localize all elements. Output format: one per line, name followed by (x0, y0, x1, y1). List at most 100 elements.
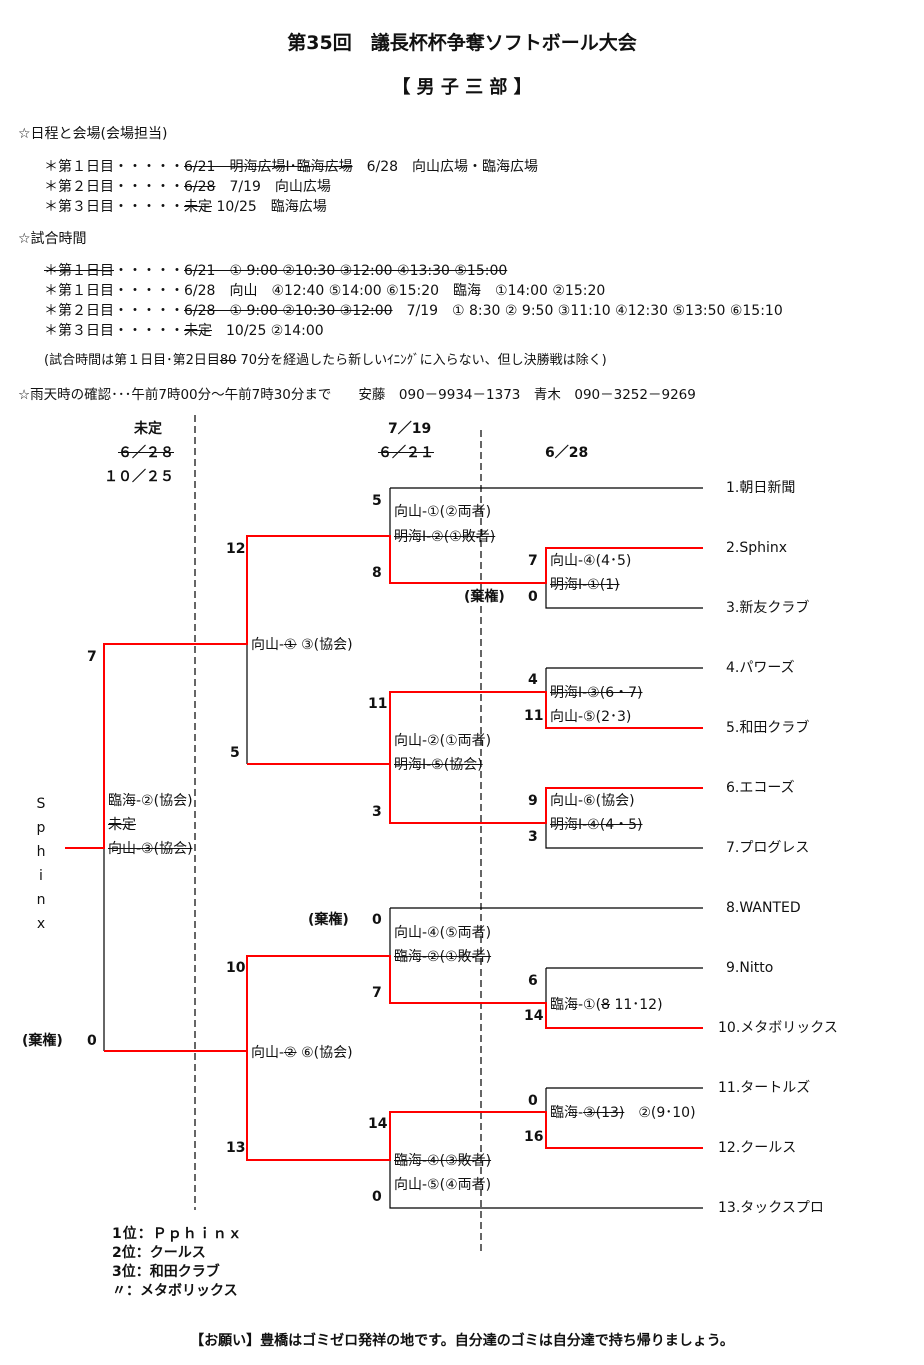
score: 7 (372, 985, 382, 1001)
old-value: 未定 (184, 199, 212, 215)
match-venue-old: 明海Ⅰ-②(①敗者) (394, 529, 496, 545)
bracket-black-lines (103, 487, 703, 1209)
match-venue: 向山-④(⑤両者) (394, 925, 492, 941)
match-venue: 臨海-③(13) ②(9･10) (550, 1104, 696, 1122)
team-name: 1.朝日新聞 (726, 480, 796, 496)
v: ③(協会) (296, 637, 353, 653)
score: 7 (87, 649, 97, 665)
score: 11 (368, 696, 388, 712)
score: 0 (87, 1033, 97, 1049)
letter: i (39, 868, 43, 884)
team-name: 10.メタボリックス (718, 1020, 838, 1036)
score: 14 (524, 1008, 544, 1024)
round-dividers (194, 415, 482, 1255)
page-title: 第35回 議長杯杯争奪ソフトボール大会 (287, 32, 637, 54)
old-value: 6/28 ① 9:00 ②10:30 ③12:00 (184, 303, 393, 319)
score: 12 (226, 541, 246, 557)
result-1st: 1位：Ｐｐｈｉｎｘ (112, 1226, 243, 1242)
new-value: 6/28 向山広場・臨海広場 (366, 159, 539, 175)
letter: n (36, 892, 46, 908)
score: 11 (524, 708, 544, 724)
note-text: (試合時間は第１日目･第2日目 (44, 353, 220, 368)
new-value: 7/19 向山広場 (229, 179, 331, 195)
label: ＊第１日目・・・・・ (44, 159, 184, 175)
team-name: 8.WANTED (726, 900, 801, 916)
footer-request: 【お願い】豊橋はゴミゼロ発祥の地です。自分達のゴミは自分達で持ち帰りましょう。 (190, 1333, 734, 1349)
v: 向山- (251, 637, 285, 653)
match-venue: 臨海-①(8 11･12) (550, 996, 663, 1014)
score: 3 (528, 829, 538, 845)
v: 臨海- (550, 1105, 584, 1121)
label: ＊第３日目・・・・・ (44, 199, 184, 215)
score: 3 (372, 804, 382, 820)
team-name: 2.Sphinx (726, 540, 788, 556)
score: 4 (528, 672, 538, 688)
score: 0 (372, 1189, 382, 1205)
forfeit-note: (棄権) (22, 1033, 63, 1049)
letter: p (36, 820, 46, 836)
result-3rd-tie: 〃：メタボリックス (112, 1283, 238, 1299)
new-value: 10/25 ②14:00 (212, 323, 324, 339)
team-name: 3.新友クラブ (726, 600, 810, 616)
times-row-2: ＊第１日目・・・・・6/28 向山 ④12:40 ⑤14:00 ⑥15:20 臨… (44, 282, 605, 300)
times-row-4: ＊第３日目・・・・・未定 10/25 ②14:00 (44, 322, 324, 340)
final-date: １０／２５ (104, 469, 174, 485)
v: ②(9･10) (624, 1105, 696, 1121)
match-venue: 向山-⑤(2･3) (550, 709, 632, 725)
match-venue-old: 臨海-④(③敗者) (394, 1153, 492, 1169)
bracket-winner-lines (65, 535, 703, 1161)
v: 11･12) (610, 997, 663, 1013)
score: 16 (524, 1129, 544, 1145)
old-value: 6/21 明海広場Ⅰ･臨海広場 (184, 159, 353, 175)
team-name: 13.タックスプロ (718, 1200, 824, 1216)
final-venue-old: 向山-③(協会) (108, 841, 193, 857)
old-value: 未定 (184, 323, 212, 339)
qf-date: 7／19 (388, 421, 432, 437)
new-value: 7/19 ① 8:30 ② 9:50 ③11:10 ④12:30 ⑤13:50 … (392, 303, 783, 319)
v: ⑥(協会) (296, 1045, 353, 1061)
schedule-heading: ☆日程と会場(会場担当) (18, 126, 168, 142)
match-venue: 向山-④(4･5) (550, 553, 632, 569)
score: 5 (230, 745, 240, 761)
rain-contact: ☆雨天時の確認･･･午前7時00分～午前7時30分まで 安藤 090－9934－… (18, 387, 696, 403)
match-venue-old: 明海Ⅰ-③(6・7) (550, 685, 643, 701)
team-name: 11.タートルズ (718, 1080, 811, 1096)
old-value: 6/28 (184, 179, 216, 195)
schedule-day3: ＊第３日目・・・・・未定 10/25 臨海広場 (44, 198, 327, 216)
score: 13 (226, 1140, 246, 1156)
match-venue-old: 臨海-②(①敗者) (394, 949, 492, 965)
qf-date-old: ６／２１ (378, 445, 434, 461)
label: ＊第１日目・・・・・ (44, 283, 184, 299)
old-value: 8 (601, 997, 610, 1013)
match-venue: 向山-① ③(協会) (251, 636, 353, 654)
letter: x (36, 916, 46, 932)
score: 5 (372, 493, 382, 509)
match-venue: 向山-⑤(④両者) (394, 1177, 492, 1193)
team-name: 6.エコーズ (726, 780, 795, 796)
team-name: 7.プログレス (726, 840, 810, 856)
team-name: 9.Nitto (726, 960, 774, 976)
match-venue: 向山-①(②両者) (394, 504, 492, 520)
score: 0 (372, 912, 382, 928)
label: ＊第１日目 (44, 263, 114, 279)
division-subtitle: 【 男 子 三 部 】 (392, 77, 532, 98)
schedule-day1: ＊第１日目・・・・・6/21 明海広場Ⅰ･臨海広場 6/28 向山広場・臨海広場 (44, 158, 538, 176)
score: 6 (528, 973, 538, 989)
value: 6/28 向山 ④12:40 ⑤14:00 ⑥15:20 臨海 ①14:00 ②… (184, 283, 606, 299)
team-name: 5.和田クラブ (726, 720, 810, 736)
letter: h (36, 844, 46, 860)
score: 9 (528, 793, 538, 809)
score: 8 (372, 565, 382, 581)
dots: ・・・・・ (114, 263, 184, 279)
match-venue: 向山-⑥(協会) (550, 793, 635, 809)
schedule-day2: ＊第２日目・・・・・6/28 7/19 向山広場 (44, 178, 331, 196)
old-value: ② (284, 1045, 297, 1061)
score: 7 (528, 553, 538, 569)
old-value: ③(13) (583, 1105, 625, 1121)
label: ＊第２日目・・・・・ (44, 179, 184, 195)
final-venue: 臨海-②(協会) (108, 793, 193, 809)
label: ＊第３日目・・・・・ (44, 323, 184, 339)
